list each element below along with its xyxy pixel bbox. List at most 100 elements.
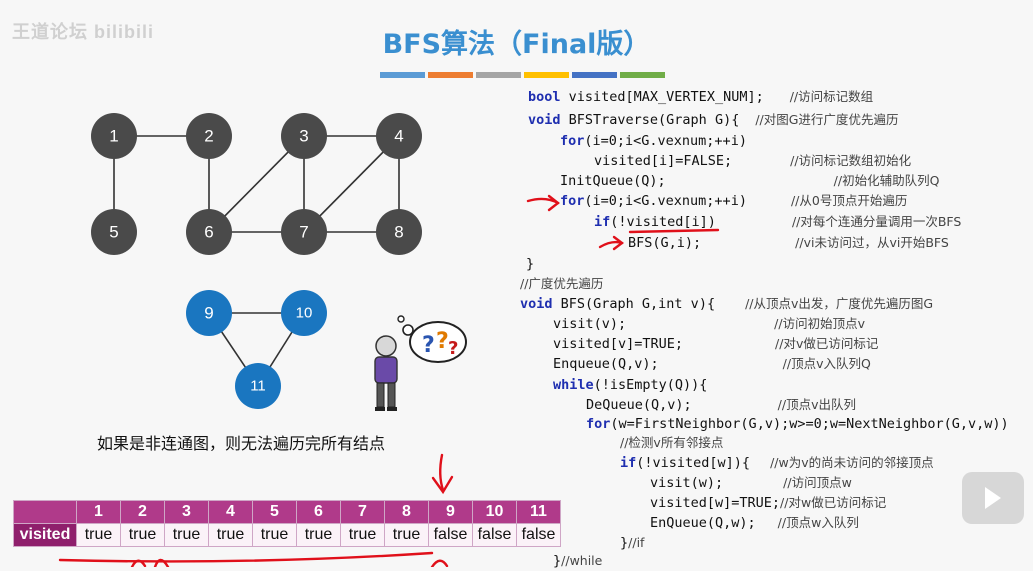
graph-node-6: 6	[186, 209, 232, 255]
page-title: BFS算法（Final版）	[382, 29, 651, 60]
svg-text:?: ?	[436, 329, 449, 354]
code-line-8: BFS(G,i);//vi未访问过，从vi开始BFS	[628, 235, 949, 251]
svg-text:4: 4	[394, 127, 403, 146]
graph-node-5: 5	[91, 209, 137, 255]
color-bar-segment	[428, 72, 473, 78]
color-bar-segment	[380, 72, 425, 78]
svg-text:11: 11	[250, 378, 266, 395]
graph-node-8: 8	[376, 209, 422, 255]
code-line-22: EnQueue(Q,w);//顶点w入队列	[650, 515, 859, 531]
table-header-cell: 9	[428, 500, 473, 524]
table-cell: true	[296, 523, 341, 547]
svg-text:8: 8	[394, 223, 403, 242]
svg-text:7: 7	[299, 223, 308, 242]
code-line-19: if(!visited[w]){//w为v的尚未访问的邻接顶点	[620, 455, 934, 471]
annotation-loop-mark	[430, 559, 449, 567]
table-cell: true	[252, 523, 297, 547]
svg-text:6: 6	[204, 223, 213, 242]
table-header-cell: 5	[252, 500, 297, 524]
svg-text:3: 3	[299, 127, 308, 146]
watermark: 王道论坛 bilibili	[12, 22, 154, 42]
code-line-9: }	[526, 256, 535, 272]
play-button[interactable]	[962, 472, 1024, 524]
code-line-17: for(w=FirstNeighbor(G,v);w>=0;w=NextNeig…	[586, 416, 1009, 432]
table-cell: true	[384, 523, 429, 547]
code-line-11: void BFS(Graph G,int v){//从顶点v出发，广度优先遍历图…	[520, 296, 934, 312]
annotation-arrowhead-down	[431, 475, 454, 495]
table-header-cell: 10	[472, 500, 517, 524]
code-line-14: Enqueue(Q,v);//顶点v入队列Q	[553, 356, 871, 372]
annotation-arrow-bfs	[598, 240, 624, 249]
table-header-cell: 4	[208, 500, 253, 524]
graph-edges	[113, 135, 400, 387]
code-line-12: visit(v);//访问初始顶点v	[553, 316, 865, 332]
graph-node-10: 10	[281, 290, 327, 336]
table-cell: true	[340, 523, 385, 547]
svg-text:?: ?	[448, 338, 458, 359]
visited-table: 1 2 3 4 5 6 7 8 9 10 11 visited true tru…	[13, 500, 561, 547]
code-line-10: //广度优先遍历	[520, 276, 604, 291]
svg-text:?: ?	[422, 333, 435, 358]
table-header-cell: 2	[120, 500, 165, 524]
code-line-23: }//if	[620, 535, 645, 551]
table-header-cell: 1	[76, 500, 121, 524]
table-cell: false	[428, 523, 473, 547]
code-line-16: DeQueue(Q,v);//顶点v出队列	[586, 397, 856, 413]
color-bar-segment	[620, 72, 665, 78]
table-cell: false	[516, 523, 561, 547]
table-header-cell: 11	[516, 500, 561, 524]
table-cell: true	[164, 523, 209, 547]
annotation-loop-mark	[153, 558, 170, 567]
graph-node-7: 7	[281, 209, 327, 255]
annotation-arrowhead-bfs	[612, 235, 624, 251]
graph-node-11: 11	[235, 363, 281, 409]
code-line-21: visited[w]=TRUE;//对w做已访问标记	[650, 495, 887, 511]
table-row-label: visited	[13, 523, 77, 547]
table-header-cell: 7	[340, 500, 385, 524]
graph-node-9: 9	[186, 290, 232, 336]
table-header-cell: 8	[384, 500, 429, 524]
code-line-4: visited[i]=FALSE;//访问标记数组初始化	[594, 153, 912, 169]
svg-text:2: 2	[204, 127, 213, 146]
code-line-2: void BFSTraverse(Graph G){//对图G进行广度优先遍历	[528, 112, 899, 128]
svg-text:5: 5	[109, 223, 118, 242]
table-header-cell: 6	[296, 500, 341, 524]
code-line-18: //检测v所有邻接点	[620, 435, 724, 450]
second-nodes: 9 10 11	[186, 290, 327, 409]
svg-text:10: 10	[296, 305, 313, 322]
thinking-person-icon: ? ? ?	[374, 315, 467, 411]
code-line-13: visited[v]=TRUE;//对v做已访问标记	[553, 336, 879, 352]
code-line-24: }//while	[553, 553, 603, 569]
code-line-5: InitQueue(Q);//初始化辅助队列Q	[560, 173, 940, 189]
svg-text:9: 9	[204, 304, 213, 323]
main-nodes: 1 2 3 4 5 6 7 8	[91, 113, 422, 255]
color-bar-segment	[476, 72, 521, 78]
table-cell: true	[76, 523, 121, 547]
code-line-6: for(i=0;i<G.vexnum;++i)//从0号顶点开始遍历	[560, 193, 908, 209]
graph-node-1: 1	[91, 113, 137, 159]
annotation-loop-mark	[130, 559, 147, 567]
table-header-cell: 3	[164, 500, 209, 524]
table-cell: true	[208, 523, 253, 547]
annotation-traverse-line	[58, 551, 434, 563]
svg-text:1: 1	[109, 127, 118, 146]
color-bar	[380, 72, 665, 78]
graph-node-2: 2	[186, 113, 232, 159]
color-bar-segment	[572, 72, 617, 78]
graph-diagram: 1 2 3 4 5 6 7 8 9 10 11	[91, 113, 422, 409]
code-line-15: while(!isEmpty(Q)){	[553, 377, 708, 393]
code-line-3: for(i=0;i<G.vexnum;++i)	[560, 133, 747, 149]
table-cell: false	[472, 523, 517, 547]
annotation-arrow-for-loop	[526, 197, 560, 205]
caption: 如果是非连通图，则无法遍历完所有结点	[97, 434, 386, 453]
table-cell: true	[120, 523, 165, 547]
graph-node-3: 3	[281, 113, 327, 159]
code-line-1: bool visited[MAX_VERTEX_NUM];//访问标记数组	[528, 89, 874, 105]
graph-node-4: 4	[376, 113, 422, 159]
color-bar-segment	[524, 72, 569, 78]
table-row: visited true true true true true true tr…	[13, 523, 561, 547]
table-header-row: 1 2 3 4 5 6 7 8 9 10 11	[13, 500, 561, 524]
play-icon	[985, 487, 1001, 509]
table-corner	[13, 500, 77, 524]
code-line-20: visit(w);//访问顶点w	[650, 475, 852, 491]
